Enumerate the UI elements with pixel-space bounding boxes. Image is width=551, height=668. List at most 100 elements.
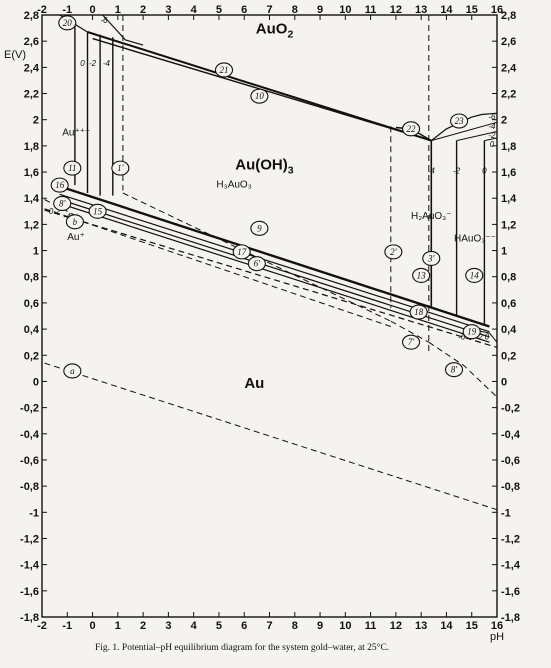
line-number-label: 23 xyxy=(455,116,465,126)
y-tick-label-left: -0,6 xyxy=(20,455,39,467)
line-number-circle xyxy=(247,256,266,272)
concentration-label: -2 xyxy=(476,333,484,342)
line-number-label: b xyxy=(73,217,78,227)
x-axis-title: pH xyxy=(490,631,504,643)
line-number-label: 7' xyxy=(408,337,416,347)
y-tick-label-right: 1 xyxy=(501,246,507,258)
species-label: HAuO₃⁻⁻ xyxy=(454,233,496,244)
y-tick-label-right: -1 xyxy=(501,507,511,519)
x-tick-label-top: 1 xyxy=(115,4,121,16)
line-number-circle xyxy=(63,363,82,379)
line-number-circle xyxy=(402,334,421,350)
x-tick-label-bottom: 1 xyxy=(115,620,121,632)
x-tick-label-bottom: 14 xyxy=(440,620,453,632)
line-number-label: 20 xyxy=(63,18,73,28)
y-tick-label-left: 1,4 xyxy=(24,193,40,205)
line-number-label: 17 xyxy=(237,247,247,257)
equilibrium-line-7 xyxy=(431,121,498,142)
x-tick-label-bottom: 2 xyxy=(140,620,146,632)
x-tick-label-top: 12 xyxy=(390,4,402,16)
y-tick-label-right: 2 xyxy=(501,115,507,127)
line-number-label: 1' xyxy=(117,163,125,173)
x-tick-label-bottom: 8 xyxy=(292,620,298,632)
equilibrium-line-25 xyxy=(44,209,498,348)
x-tick-label-top: 13 xyxy=(415,4,427,16)
y-tick-label-right: 1,2 xyxy=(501,219,516,231)
x-tick-label-top: 0 xyxy=(89,4,95,16)
line-number-label: 19 xyxy=(467,327,477,337)
line-number-circle xyxy=(50,177,69,193)
line-number-circle xyxy=(384,244,403,260)
species-label: Au⁺ xyxy=(67,232,85,243)
y-tick-label-right: -0,2 xyxy=(501,403,520,415)
line-number-circle xyxy=(53,195,72,212)
concentration-label: 0 xyxy=(482,166,487,175)
equilibrium-line-9 xyxy=(484,137,498,142)
x-tick-label-bottom: 13 xyxy=(415,620,427,632)
y-tick-label-right: 0,6 xyxy=(501,298,516,310)
y-tick-label-left: 1 xyxy=(33,246,39,258)
x-tick-label-top: 11 xyxy=(365,4,377,16)
y-tick-label-left: 2,6 xyxy=(24,36,39,48)
y-tick-label-right: 0 xyxy=(501,376,507,388)
y-tick-label-left: -1,2 xyxy=(20,533,39,545)
concentration-label: -4 xyxy=(488,122,496,131)
concentration-label: -6 xyxy=(488,113,496,122)
concentration-label: 0 xyxy=(80,59,85,68)
x-tick-label-bottom: 5 xyxy=(216,620,222,632)
y-tick-label-left: 0,4 xyxy=(24,324,40,336)
region-label: Au xyxy=(244,375,264,392)
y-tick-label-left: 0,2 xyxy=(24,350,39,362)
x-tick-label-top: 5 xyxy=(216,4,222,16)
equilibrium-line-29 xyxy=(428,341,498,398)
y-tick-label-right: -0,4 xyxy=(501,429,521,441)
equilibrium-line-1 xyxy=(87,31,432,142)
y-tick-label-right: 2,6 xyxy=(501,36,516,48)
y-tick-label-right: 2,4 xyxy=(501,62,517,74)
x-tick-label-bottom: 4 xyxy=(191,620,198,632)
y-tick-label-left: 0,8 xyxy=(24,272,39,284)
line-number-label: 9 xyxy=(257,223,262,233)
line-number-label: 18 xyxy=(414,307,424,317)
x-tick-label-top: 2 xyxy=(140,4,146,16)
line-number-circle xyxy=(444,362,464,378)
line-number-circle xyxy=(250,88,269,104)
species-label: Au⁺⁺⁺ xyxy=(62,127,90,138)
y-tick-label-left: -1 xyxy=(29,507,39,519)
line-number-circle xyxy=(65,214,84,230)
line-number-label: 16 xyxy=(55,180,65,190)
line-number-circle xyxy=(462,324,481,340)
x-tick-label-top: 15 xyxy=(466,4,478,16)
y-tick-label-right: 1,8 xyxy=(501,141,516,153)
line-number-label: a xyxy=(70,366,75,376)
y-tick-label-right: 0,4 xyxy=(501,324,517,336)
y-tick-label-left: -1,4 xyxy=(20,560,40,572)
concentration-label: -4 xyxy=(428,166,436,175)
x-tick-label-bottom: 0 xyxy=(89,620,95,632)
line-number-label: 8' xyxy=(59,198,67,208)
equilibrium-line-8 xyxy=(456,131,498,142)
x-tick-label-top: 16 xyxy=(491,4,503,16)
line-number-label: 6' xyxy=(254,259,262,269)
line-number-circle xyxy=(250,220,269,236)
species-label: H₃AuO₃ xyxy=(216,180,251,191)
x-tick-label-top: -1 xyxy=(62,4,72,16)
line-number-circle xyxy=(402,121,421,137)
line-number-circle xyxy=(409,304,428,320)
line-number-circle xyxy=(111,160,130,176)
line-number-label: 13 xyxy=(417,270,427,280)
y-tick-label-left: 2,4 xyxy=(24,62,40,74)
y-tick-label-left: -0,4 xyxy=(20,429,40,441)
x-tick-label-top: 7 xyxy=(266,4,272,16)
x-tick-label-bottom: 11 xyxy=(365,620,377,632)
concentration-label: -2 xyxy=(89,59,97,68)
equilibrium-line-6 xyxy=(430,112,498,142)
y-tick-label-right: 2,2 xyxy=(501,89,516,101)
x-tick-label-top: 6 xyxy=(241,4,247,16)
y-tick-label-right: -1,4 xyxy=(501,560,521,572)
figure-caption: Fig. 1. Potential–pH equilibrium diagram… xyxy=(95,642,389,653)
y-tick-label-right: -0,8 xyxy=(501,481,520,493)
species-label: H₂AuO₃⁻ xyxy=(411,211,451,222)
